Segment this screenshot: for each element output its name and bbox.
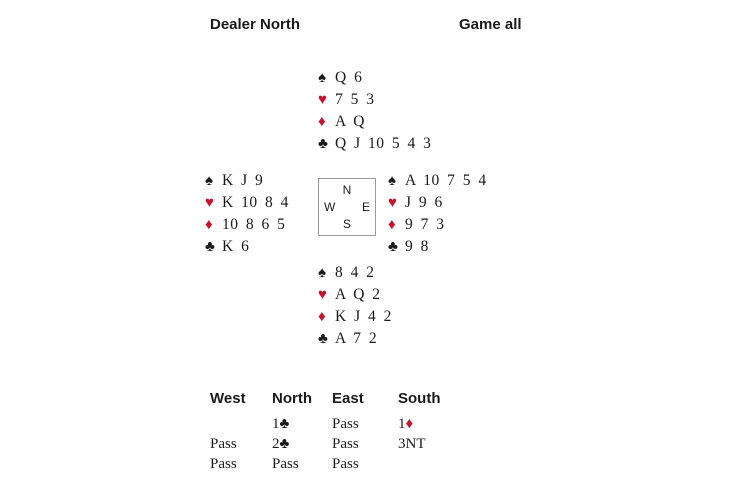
spade-icon: ♠ <box>318 265 326 281</box>
hearts-row: ♥ K 10 8 4 <box>205 192 289 214</box>
south-diamonds-cards: K J 4 2 <box>335 308 392 325</box>
south-spades-cards: 8 4 2 <box>335 264 375 281</box>
dealer-label: Dealer North <box>210 16 301 33</box>
diamond-icon: ♦ <box>205 217 213 233</box>
hearts-row: ♥ A Q 2 <box>318 284 392 306</box>
heart-icon: ♥ <box>205 195 214 211</box>
auction-cell: 3NT <box>398 436 426 452</box>
north-hearts-cards: 7 5 3 <box>335 91 375 108</box>
spades-row: ♠ Q 6 <box>318 67 431 89</box>
diamonds-row: ♦ 10 8 6 5 <box>205 214 289 236</box>
auction-header-west: West <box>210 390 246 407</box>
north-diamonds-cards: A Q <box>335 113 365 130</box>
diamond-icon: ♦ <box>318 114 326 130</box>
diamonds-row: ♦ K J 4 2 <box>318 306 392 328</box>
south-hand: ♠ 8 4 2 ♥ A Q 2 ♦ K J 4 2 ♣ A 7 2 <box>318 262 392 350</box>
north-hand: ♠ Q 6 ♥ 7 5 3 ♦ A Q ♣ Q J 10 5 4 3 <box>318 67 431 155</box>
east-hearts-cards: J 9 6 <box>405 194 443 211</box>
clubs-row: ♣ Q J 10 5 4 3 <box>318 133 431 155</box>
spades-row: ♠ A 10 7 5 4 <box>388 170 487 192</box>
east-diamonds-cards: 9 7 3 <box>405 216 445 233</box>
hearts-row: ♥ 7 5 3 <box>318 89 431 111</box>
spades-row: ♠ K J 9 <box>205 170 289 192</box>
diamonds-row: ♦ A Q <box>318 111 431 133</box>
west-hand: ♠ K J 9 ♥ K 10 8 4 ♦ 10 8 6 5 ♣ K 6 <box>205 170 289 258</box>
auction-cell: Pass <box>332 436 359 452</box>
club-icon: ♣ <box>205 239 215 255</box>
auction-cell <box>398 454 468 474</box>
south-clubs-cards: A 7 2 <box>335 330 378 347</box>
auction-cell <box>210 414 272 434</box>
spade-icon: ♠ <box>388 173 396 189</box>
auction-header-east: East <box>332 390 364 407</box>
east-clubs-cards: 9 8 <box>405 238 429 255</box>
auction-cell: Pass <box>210 456 237 472</box>
auction-cell: Pass <box>272 456 299 472</box>
clubs-row: ♣ 9 8 <box>388 236 487 258</box>
north-spades-cards: Q 6 <box>335 69 363 86</box>
auction-cell: 1♣ <box>272 416 290 432</box>
diamond-icon: ♦ <box>388 217 396 233</box>
heart-icon: ♥ <box>318 287 327 303</box>
clubs-row: ♣ A 7 2 <box>318 328 392 350</box>
east-hand: ♠ A 10 7 5 4 ♥ J 9 6 ♦ 9 7 3 ♣ 9 8 <box>388 170 487 258</box>
south-hearts-cards: A Q 2 <box>335 286 381 303</box>
spade-icon: ♠ <box>205 173 213 189</box>
club-icon: ♣ <box>388 239 398 255</box>
west-diamonds-cards: 10 8 6 5 <box>222 216 286 233</box>
compass-north: N <box>342 183 352 197</box>
club-icon: ♣ <box>318 136 328 152</box>
west-spades-cards: K J 9 <box>222 172 264 189</box>
auction-cell: 2♣ <box>272 436 290 452</box>
compass-west: W <box>324 200 336 214</box>
auction-cell: Pass <box>332 456 359 472</box>
spade-icon: ♠ <box>318 70 326 86</box>
club-icon: ♣ <box>318 331 328 347</box>
auction-cell: Pass <box>332 416 359 432</box>
compass-south: S <box>342 217 352 231</box>
west-hearts-cards: K 10 8 4 <box>222 194 289 211</box>
clubs-row: ♣ K 6 <box>205 236 289 258</box>
diamond-icon: ♦ <box>318 309 326 325</box>
diamonds-row: ♦ 9 7 3 <box>388 214 487 236</box>
heart-icon: ♥ <box>388 195 397 211</box>
west-clubs-cards: K 6 <box>222 238 250 255</box>
compass-east: E <box>361 200 370 214</box>
hearts-row: ♥ J 9 6 <box>388 192 487 214</box>
vulnerability-label: Game all <box>459 16 522 33</box>
compass-box: N E S W <box>318 178 376 236</box>
spades-row: ♠ 8 4 2 <box>318 262 392 284</box>
auction-header-north: North <box>272 390 312 407</box>
auction-cell: Pass <box>210 436 237 452</box>
auction-cell: 1♦ <box>398 416 414 432</box>
east-spades-cards: A 10 7 5 4 <box>405 172 487 189</box>
heart-icon: ♥ <box>318 92 327 108</box>
north-clubs-cards: Q J 10 5 4 3 <box>335 135 432 152</box>
auction-header-south: South <box>398 390 441 407</box>
auction-table: West North East South 1♣ Pass 1♦ Pass 2♣… <box>210 390 468 474</box>
